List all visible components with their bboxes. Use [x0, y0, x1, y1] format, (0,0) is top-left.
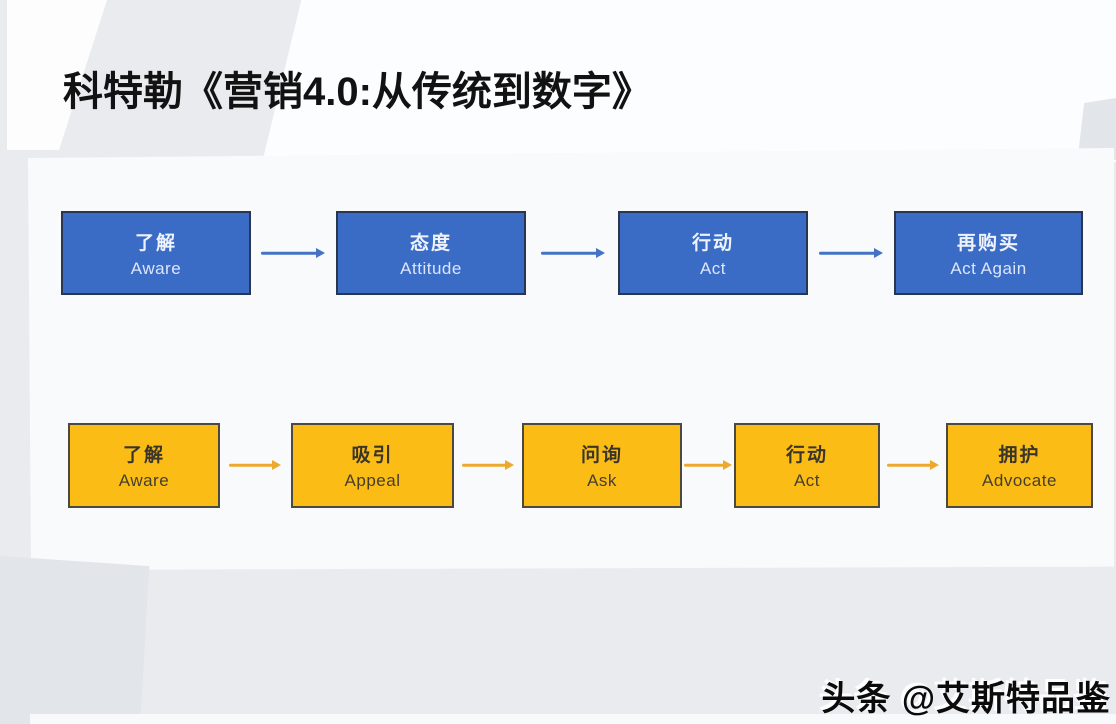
- watermark: 头条 @艾斯特品鉴: [821, 680, 1111, 718]
- arrow-icon: [887, 458, 939, 472]
- arrow-icon: [261, 246, 325, 260]
- stage-digital-ask: 问询 Ask: [522, 423, 682, 508]
- stage-traditional-aware: 了解 Aware: [61, 211, 251, 295]
- stage-digital-appeal: 吸引 Appeal: [291, 423, 454, 508]
- stage-label-zh: 行动: [691, 232, 734, 254]
- stage-digital-aware: 了解 Aware: [68, 423, 220, 508]
- stage-label-zh: 吸引: [351, 445, 394, 466]
- stage-label-en: Aware: [118, 471, 170, 490]
- stage-traditional-attitude: 态度 Attitude: [336, 211, 526, 295]
- background-shape-top-right: [262, 0, 1116, 162]
- stage-label-en: Act: [793, 471, 821, 490]
- background-shape-bottom-left: [0, 556, 150, 724]
- page-title: 科特勒《营销4.0:从传统到数字》: [63, 70, 652, 114]
- arrow-icon: [819, 246, 883, 260]
- arrow-icon: [462, 458, 514, 472]
- stage-label-zh: 了解: [134, 232, 177, 254]
- arrow-icon: [229, 458, 281, 472]
- stage-label-en: Act Again: [950, 258, 1027, 278]
- stage-label-en: Act: [699, 258, 727, 278]
- stage-label-zh: 行动: [785, 445, 828, 466]
- background-strip-bottom: [30, 714, 1116, 724]
- stage-label-zh: 问询: [580, 445, 623, 466]
- stage-label-en: Advocate: [982, 471, 1057, 490]
- stage-label-zh: 态度: [409, 232, 452, 254]
- stage-label-zh: 再购买: [956, 232, 1020, 254]
- stage-digital-act: 行动 Act: [734, 423, 880, 508]
- stage-digital-advocate: 拥护 Advocate: [946, 423, 1093, 508]
- stage-label-en: Ask: [587, 471, 617, 490]
- stage-traditional-act-again: 再购买 Act Again: [894, 211, 1083, 295]
- stage-label-zh: 了解: [122, 445, 165, 466]
- stage-label-zh: 拥护: [998, 445, 1041, 466]
- arrow-icon: [541, 246, 605, 260]
- arrow-icon: [684, 458, 732, 472]
- stage-label-en: Attitude: [400, 258, 462, 278]
- stage-traditional-act: 行动 Act: [618, 211, 808, 295]
- stage-label-en: Appeal: [344, 471, 401, 490]
- stage-label-en: Aware: [130, 258, 182, 278]
